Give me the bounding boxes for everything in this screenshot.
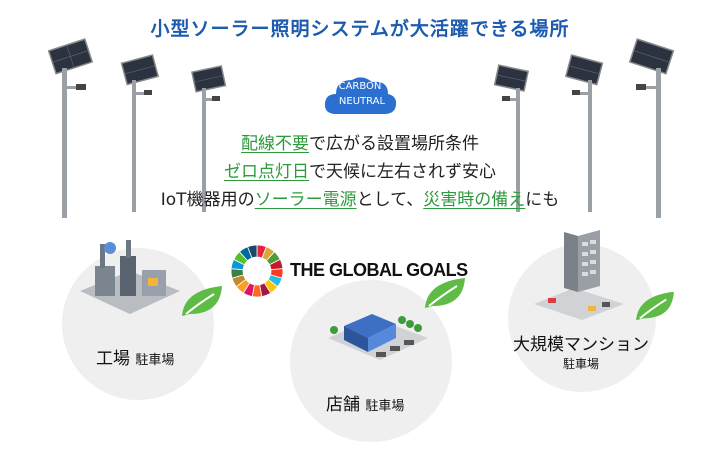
factory-icon (80, 240, 180, 314)
solar-light-left-1 (47, 38, 94, 218)
feature-line-2: ゼロ点灯日で天候に左右されず安心 (224, 162, 496, 182)
solar-light-left-3 (191, 65, 227, 212)
feature-lines: 配線不要で広がる設置場所条件 ゼロ点灯日で天候に左右されず安心 IoT機器用のソ… (0, 130, 720, 214)
badge-line1: CARBON (338, 81, 382, 92)
location-factory-label: 工場 駐車場 (96, 349, 175, 369)
location-store-label: 店舗 駐車場 (326, 395, 405, 415)
solar-light-right-2 (564, 54, 604, 212)
leaf-icon-2 (425, 278, 465, 308)
feature-line-1: 配線不要で広がる設置場所条件 (241, 134, 479, 154)
store-icon (328, 314, 428, 360)
solar-light-left-2 (120, 54, 160, 212)
solar-light-right-3 (628, 38, 675, 218)
page-title: 小型ソーラー照明システムが大活躍できる場所 (150, 18, 570, 40)
global-goals-label: THE GLOBAL GOALS (290, 260, 468, 280)
goals-wheel-segment (247, 244, 258, 259)
carbon-neutral-badge: CARBON NEUTRAL (322, 72, 398, 118)
badge-line2: NEUTRAL (338, 96, 386, 107)
leaf-icon-1 (182, 286, 222, 316)
cloud-icon (324, 77, 397, 114)
global-goals-wheel-icon (230, 244, 284, 298)
leaf-icon-3 (636, 291, 674, 321)
feature-line-3: IoT機器用のソーラー電源として、災害時の備えにも (160, 190, 560, 210)
apartment-icon (534, 230, 624, 320)
factory-circle (62, 248, 214, 400)
location-apartment-label: 大規模マンション 駐車場 (513, 335, 649, 371)
solar-light-right-1 (493, 64, 530, 212)
store-circle (290, 280, 452, 442)
